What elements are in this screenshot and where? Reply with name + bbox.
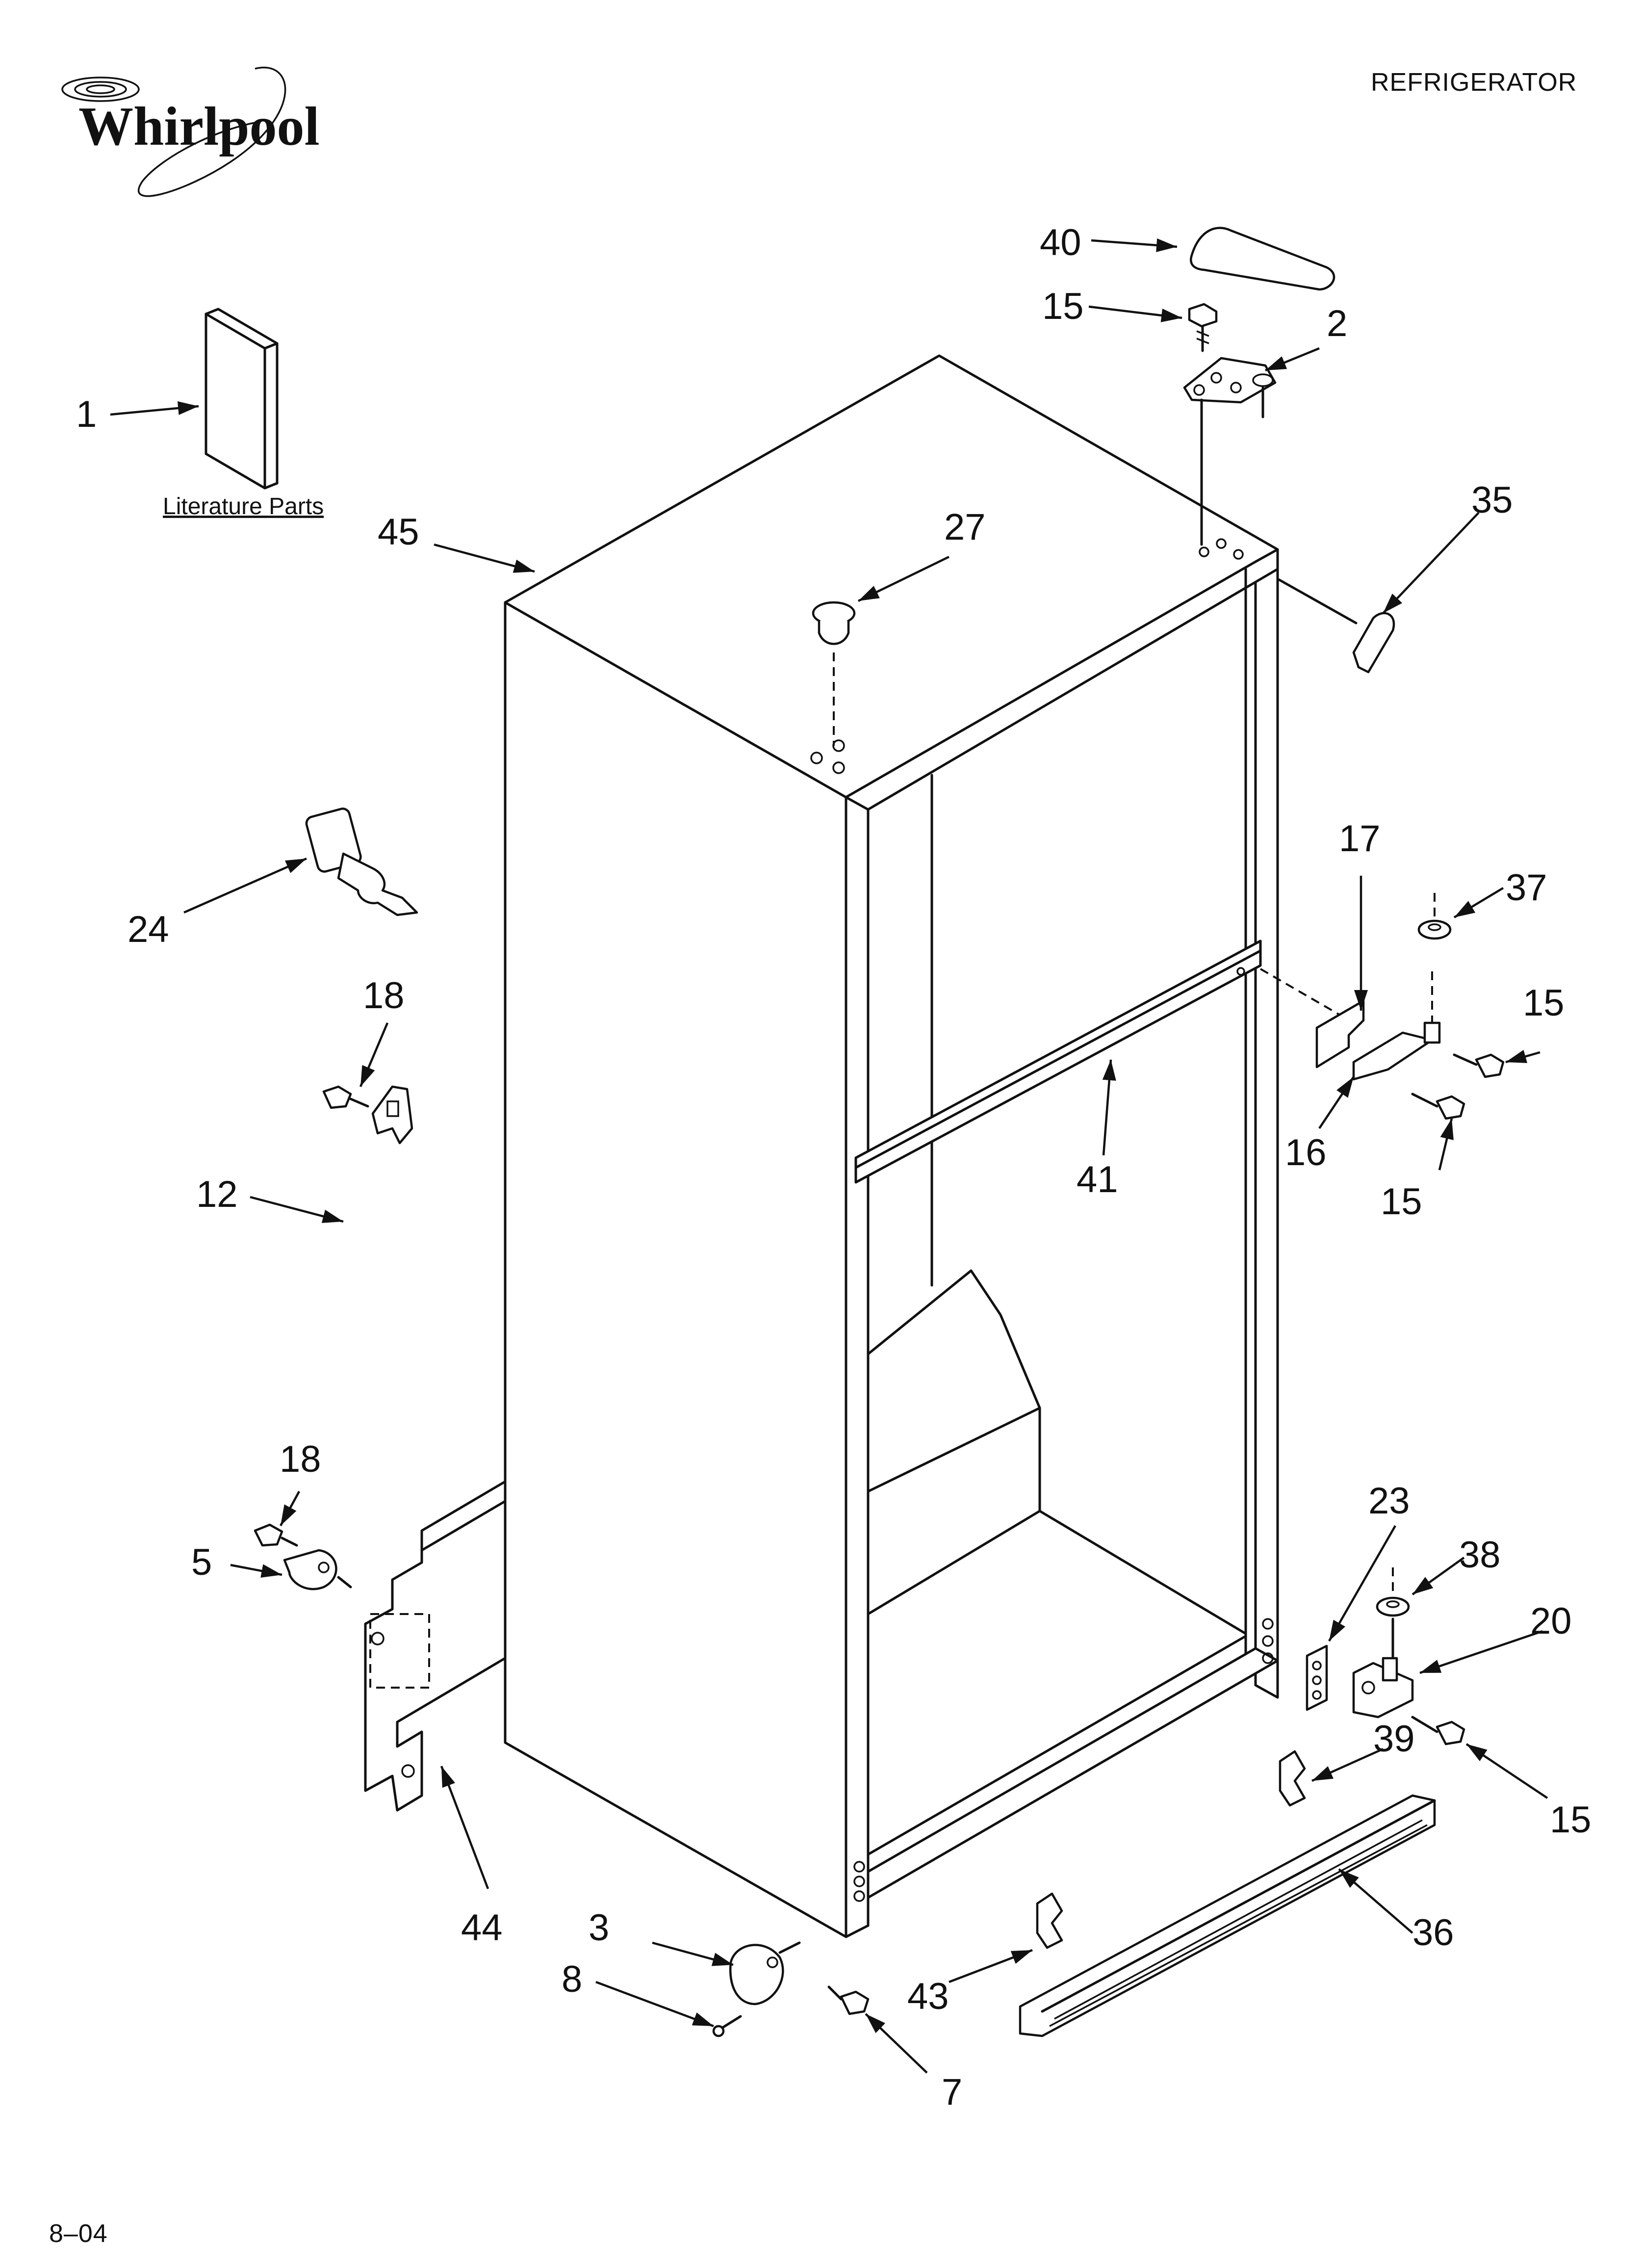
- callout-35: 35: [1471, 479, 1513, 521]
- door-stop-pin: [305, 808, 418, 916]
- callout-18-lower: 18: [280, 1438, 321, 1480]
- rail-screw: [827, 1985, 870, 2015]
- callout-16: 16: [1285, 1132, 1327, 1173]
- callout-3: 3: [589, 1907, 609, 1949]
- lower-screw-and-clamp: [254, 1523, 352, 1590]
- page-title: REFRIGERATOR: [1371, 68, 1577, 97]
- upper-washer: [1417, 893, 1452, 940]
- whirlpool-logo: Whirlpool: [61, 67, 320, 197]
- callout-23: 23: [1368, 1480, 1410, 1522]
- leader-16: [1318, 1076, 1355, 1129]
- leveling-screw: [712, 2015, 742, 2037]
- callout-41: 41: [1077, 1159, 1118, 1200]
- bottom-hinge: [1352, 1657, 1414, 1719]
- top-hinge: [1183, 357, 1277, 546]
- date-code: 8–04: [49, 2219, 108, 2248]
- leader-18-upper: [359, 1022, 389, 1087]
- callout-36: 36: [1412, 1912, 1454, 1954]
- center-hinge-bracket: [1259, 968, 1441, 1081]
- callout-27: 27: [944, 506, 986, 548]
- leader-37: [1453, 887, 1504, 918]
- leader-38: [1411, 1557, 1465, 1595]
- leader-35: [1382, 512, 1480, 614]
- callout-39: 39: [1373, 1718, 1415, 1760]
- callout-37: 37: [1506, 867, 1547, 909]
- leader-40: [1091, 238, 1178, 252]
- leader-12: [250, 1196, 344, 1223]
- leveling-roller: [729, 1941, 801, 2006]
- leader-18-lower: [280, 1490, 300, 1527]
- brand-wordmark: Whirlpool: [78, 96, 320, 157]
- callout-15-bottom: 15: [1550, 1799, 1591, 1841]
- callout-15-top: 15: [1042, 286, 1084, 327]
- callout-15-lower: 15: [1381, 1181, 1422, 1223]
- toe-grille: [1019, 1794, 1436, 2037]
- leader-44: [440, 1766, 489, 1889]
- callout-8: 8: [562, 1958, 582, 2000]
- swirl-icon: [61, 67, 286, 197]
- leader-15-bottom: [1465, 1743, 1548, 1799]
- callout-17: 17: [1339, 818, 1381, 860]
- callout-labels: 1 2 3 5 7 8 12 15 15 15 15 16 17 18 18 2…: [76, 222, 1591, 2113]
- leader-45: [434, 543, 535, 573]
- callout-24: 24: [128, 909, 169, 950]
- lower-washer: [1376, 1567, 1410, 1667]
- callout-43: 43: [907, 1976, 949, 2017]
- leader-27: [858, 555, 949, 602]
- center-hinge-screws: [1411, 1053, 1505, 1120]
- leader-15-mid: [1505, 1050, 1540, 1064]
- callout-45: 45: [378, 511, 419, 553]
- leader-1: [110, 401, 199, 416]
- callout-18-upper: 18: [363, 975, 405, 1017]
- leader-43: [949, 1949, 1033, 1983]
- literature-parts-label: Literature Parts: [163, 494, 324, 520]
- upper-screw-and-clip: [322, 1085, 413, 1145]
- callout-38: 38: [1459, 1534, 1501, 1576]
- callout-5: 5: [191, 1541, 212, 1583]
- callout-15-mid: 15: [1523, 982, 1565, 1024]
- leader-8: [595, 1981, 714, 2028]
- bottom-hinge-shim: [1306, 1644, 1328, 1711]
- grille-clip-right: [1279, 1750, 1306, 1807]
- callout-7: 7: [942, 2071, 962, 2113]
- leader-15-lower: [1438, 1118, 1454, 1171]
- leader-5: [230, 1564, 282, 1578]
- leader-7: [865, 2013, 928, 2074]
- callout-1: 1: [76, 393, 97, 435]
- hinge-cover: [1190, 227, 1335, 291]
- leader-41: [1102, 1059, 1116, 1156]
- cabinet-top-plug: [812, 601, 856, 746]
- callout-2: 2: [1327, 303, 1347, 344]
- cabinet-shell: [504, 354, 1279, 1938]
- callout-12: 12: [196, 1173, 238, 1215]
- mullion-divider-rail: [854, 939, 1262, 1184]
- grille-clip-left: [1036, 1892, 1063, 1949]
- leader-3: [652, 1941, 734, 1966]
- leader-2: [1265, 347, 1320, 372]
- leader-24: [183, 857, 307, 914]
- leader-39: [1311, 1747, 1384, 1782]
- bottom-hinge-screw: [1411, 1716, 1465, 1746]
- leader-15-top: [1088, 305, 1182, 322]
- callout-20: 20: [1530, 1600, 1572, 1642]
- rear-access-panel: [364, 1480, 507, 1812]
- top-hinge-screw: [1188, 303, 1218, 352]
- callout-44: 44: [461, 1907, 503, 1949]
- leader-23: [1328, 1525, 1396, 1642]
- top-trim-clip: [1276, 577, 1395, 674]
- literature-book: [205, 308, 279, 490]
- callout-leaders: [110, 238, 1548, 2074]
- leader-36: [1338, 1868, 1413, 1934]
- callout-40: 40: [1040, 222, 1081, 263]
- leader-20: [1419, 1630, 1543, 1674]
